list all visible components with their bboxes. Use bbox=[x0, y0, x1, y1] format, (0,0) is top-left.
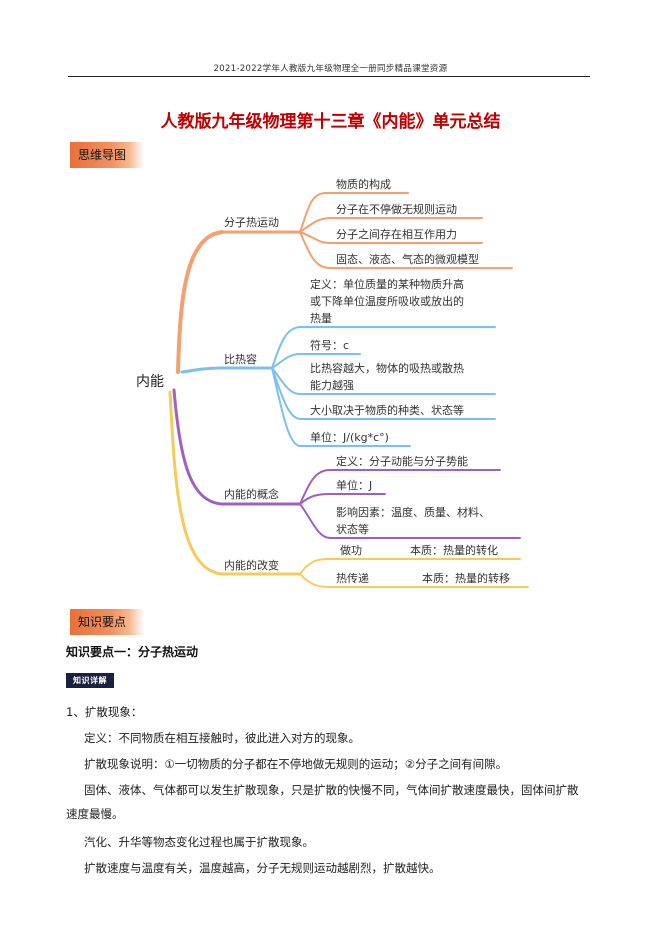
node-sh-big-line1: 比热容越大，物体的吸热或散热 bbox=[310, 361, 464, 375]
paragraph-states-line2: 速度最慢。 bbox=[66, 807, 124, 821]
node-sh-symbol: 符号：c bbox=[310, 339, 349, 352]
branch-label-specific-heat: 比热容 bbox=[224, 352, 257, 366]
node-sh-depends: 大小取决于物质的种类、状态等 bbox=[310, 403, 464, 417]
node-ie-def: 定义：分子动能与分子势能 bbox=[336, 454, 468, 468]
node-sh-def-line1: 定义：单位质量的某种物质升高 bbox=[310, 277, 464, 291]
branch-label-internal-energy-concept: 内能的概念 bbox=[224, 487, 279, 501]
node-heat-nature: 本质：热量的转移 bbox=[422, 571, 510, 585]
section-heading: 知识要点一：分子热运动 bbox=[66, 645, 199, 659]
branch-yellow-lines bbox=[168, 390, 529, 588]
node-work-nature: 本质：热量的转化 bbox=[410, 543, 498, 557]
paragraph-explanation: 扩散现象说明：①一切物质的分子都在不停地做无规则的运动；②分子之间有间隙。 bbox=[84, 757, 508, 771]
paragraph-definition: 定义：不同物质在相互接触时，彼此进入对方的现象。 bbox=[84, 731, 360, 745]
node-sh-unit: 单位：J/(kg*c°) bbox=[310, 430, 389, 444]
node-state-models: 固态、液态、气态的微观模型 bbox=[336, 252, 479, 266]
paragraph-states-line1: 固体、液体、气体都可以发生扩散现象，只是扩散的快慢不同，气体间扩散速度最快，固体… bbox=[84, 783, 579, 797]
header-divider bbox=[68, 76, 590, 77]
node-random-motion: 分子在不停做无规则运动 bbox=[336, 202, 457, 216]
mindmap-root: 内能 bbox=[136, 374, 164, 390]
node-heat-transfer: 热传递 bbox=[336, 571, 369, 585]
node-ie-factors-line1: 影响因素：温度、质量、材料、 bbox=[336, 505, 490, 519]
page-header: 2021-2022学年人教版九年级物理全一册同步精品课堂资源 bbox=[213, 64, 448, 74]
branch-label-internal-energy-change: 内能的改变 bbox=[224, 558, 279, 572]
section-tag-mindmap: 思维导图 bbox=[70, 142, 144, 168]
page-title: 人教版九年级物理第十三章《内能》单元总结 bbox=[160, 112, 501, 132]
branch-blue-lines bbox=[180, 326, 496, 447]
paragraph-temperature: 扩散速度与温度有关，温度越高，分子无规则运动越剧烈，扩散越快。 bbox=[84, 861, 441, 875]
node-matter-structure: 物质的构成 bbox=[336, 177, 391, 191]
node-work: 做功 bbox=[340, 543, 362, 557]
paragraph-phase-change: 汽化、升华等物态变化过程也属于扩散现象。 bbox=[84, 835, 314, 849]
node-intermolecular-force: 分子之间存在相互作用力 bbox=[336, 227, 457, 241]
node-ie-unit: 单位：J bbox=[336, 478, 372, 492]
paragraph-diffusion-heading: 1、扩散现象： bbox=[66, 705, 143, 719]
branch-orange-lines bbox=[176, 192, 513, 374]
node-sh-def-line2: 或下降单位温度所吸收或放出的 bbox=[310, 294, 464, 308]
knowledge-detail-badge: 知识详解 bbox=[66, 673, 114, 688]
branch-label-thermal-motion: 分子热运动 bbox=[224, 216, 279, 229]
node-ie-factors-line2: 状态等 bbox=[336, 522, 369, 536]
node-sh-def-line3: 热量 bbox=[310, 312, 332, 325]
section-tag-key-points: 知识要点 bbox=[70, 609, 144, 635]
branch-purple-lines bbox=[172, 388, 521, 539]
node-sh-big-line2: 能力越强 bbox=[310, 378, 354, 392]
